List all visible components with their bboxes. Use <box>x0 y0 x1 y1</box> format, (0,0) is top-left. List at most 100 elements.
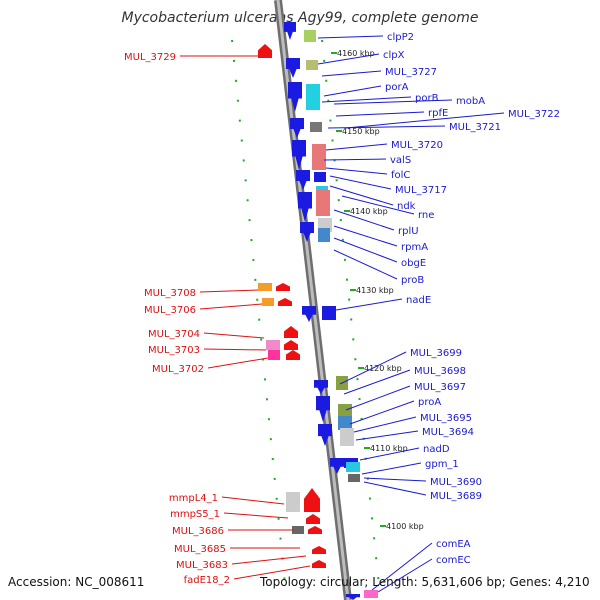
right-gene-box <box>314 172 326 182</box>
right-gene-leader <box>355 430 419 441</box>
right-gene-leader <box>343 369 411 395</box>
right-gene-leader <box>339 351 407 385</box>
right-gene-leader <box>371 542 433 591</box>
scale-tick-label: 4100 kbp <box>386 522 424 531</box>
right-gene-arrow <box>330 458 344 474</box>
genome-title: Mycobacterium ulcerans Agy99, complete g… <box>121 10 479 26</box>
right-gene-box <box>346 462 360 472</box>
left-gene-box <box>262 298 274 306</box>
scale-tick-label: 4160 kbp <box>337 49 375 58</box>
left-gene-label: mmpS5_1 <box>170 509 220 520</box>
right-gene-label: proA <box>418 397 441 408</box>
right-gene-leader <box>333 237 398 263</box>
left-gene-arrow <box>304 488 320 512</box>
left-gene-arrow <box>306 514 320 524</box>
right-gene-label: rplU <box>398 226 419 237</box>
right-gene-arrow <box>314 380 328 394</box>
right-gene-label: MUL_3698 <box>414 366 466 377</box>
right-gene-leader <box>333 209 395 231</box>
right-gene-label: MUL_3689 <box>430 491 482 502</box>
right-gene-label: MUL_3720 <box>391 140 443 151</box>
left-gene-label: MUL_3683 <box>176 560 228 571</box>
right-gene-box <box>310 122 322 132</box>
left-gene-leader <box>207 357 269 369</box>
right-gene-box <box>318 228 330 242</box>
left-gene-arrow <box>276 283 290 291</box>
right-gene-leader <box>353 416 417 433</box>
right-gene-leader <box>321 70 382 77</box>
right-gene-label: clpP2 <box>387 32 414 43</box>
left-gene-label: MUL_3704 <box>148 329 200 340</box>
scale-tick-label: 4130 kbp <box>356 286 394 295</box>
scale-tick-label: 4110 kbp <box>370 444 408 453</box>
right-gene-box <box>306 84 320 110</box>
right-gene-label: MUL_3699 <box>410 348 462 359</box>
right-gene-box <box>312 144 326 170</box>
right-gene-box <box>338 404 352 418</box>
right-gene-box <box>340 428 354 446</box>
left-gene-leader <box>221 496 285 505</box>
right-gene-label: folC <box>391 170 410 181</box>
right-gene-arrow <box>300 222 314 242</box>
left-outer-guide <box>231 39 287 596</box>
right-gene-label: MUL_3722 <box>508 109 560 120</box>
right-gene-label: porB <box>415 93 439 104</box>
right-gene-label: porA <box>385 82 409 93</box>
right-gene-leader <box>349 400 415 425</box>
left-gene-label: MUL_3708 <box>144 288 196 299</box>
left-gene-leader <box>233 565 311 580</box>
right-gene-label: clpX <box>383 50 405 61</box>
right-gene-label: rne <box>418 210 434 221</box>
left-gene-leader <box>199 289 259 293</box>
right-gene-label: MUL_3694 <box>422 427 474 438</box>
right-gene-arrow <box>298 192 312 222</box>
left-gene-leader <box>231 555 307 565</box>
right-gene-leader <box>317 53 380 65</box>
left-gene-leader <box>223 512 289 519</box>
scale-tick-label: 4140 kbp <box>350 207 388 216</box>
topology-text: Topology: circular; Length: 5,631,606 bp… <box>260 575 590 589</box>
right-gene-leader <box>327 125 446 129</box>
right-gene-arrow <box>288 82 302 112</box>
scale-tick-label: 4120 kbp <box>364 364 402 373</box>
right-gene-label: rpfE <box>428 108 448 119</box>
right-gene-box <box>306 60 318 70</box>
left-gene-arrow <box>308 526 322 534</box>
right-gene-label: MUL_3697 <box>414 382 466 393</box>
right-gene-label: comEC <box>436 555 471 566</box>
right-gene-leader <box>377 558 433 593</box>
right-gene-box <box>338 416 352 430</box>
right-gene-label: proB <box>401 275 424 286</box>
left-gene-label: fadE18_2 <box>184 575 230 586</box>
left-gene-box <box>266 340 280 350</box>
right-gene-label: MUL_3727 <box>385 67 437 78</box>
right-gene-arrow <box>292 140 306 170</box>
right-gene-label: MUL_3717 <box>395 185 447 196</box>
left-gene-leader <box>203 332 265 339</box>
left-gene-box <box>292 526 304 534</box>
right-gene-arrow <box>318 424 332 446</box>
left-gene-leader <box>203 348 267 351</box>
left-gene-arrow <box>284 326 298 338</box>
right-gene-leader <box>333 249 398 280</box>
right-gene-arrow <box>316 396 330 422</box>
right-gene-label: gpm_1 <box>425 459 459 470</box>
left-gene-arrow <box>284 340 298 350</box>
right-gene-leader <box>335 111 425 117</box>
accession-text: Accession: NC_008611 <box>8 575 145 589</box>
right-gene-arrow <box>302 306 316 322</box>
right-gene-arrow <box>296 170 310 190</box>
right-gene-leader <box>325 143 388 151</box>
left-gene-arrow <box>286 350 300 360</box>
right-gene-box <box>304 30 316 42</box>
left-gene-leader <box>199 303 263 310</box>
left-gene-arrow <box>278 298 292 306</box>
backbone-highlight <box>276 0 350 600</box>
right-gene-label: mobA <box>456 96 485 107</box>
right-gene-leader <box>323 158 387 161</box>
right-gene-arrow <box>346 594 360 600</box>
left-gene-label: MUL_3703 <box>148 345 200 356</box>
left-gene-label: MUL_3706 <box>144 305 196 316</box>
right-gene-label: rpmA <box>401 242 428 253</box>
right-gene-label: nadE <box>406 295 431 306</box>
